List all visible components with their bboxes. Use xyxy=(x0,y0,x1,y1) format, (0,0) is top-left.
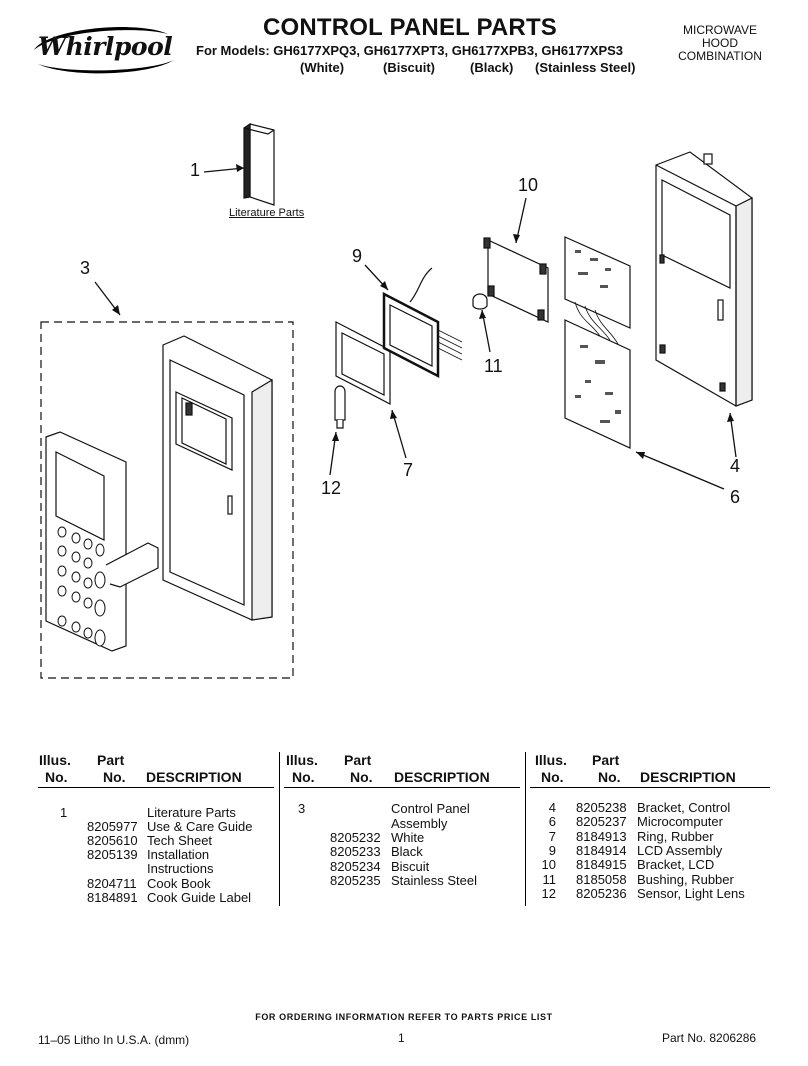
col3-desc: Microcomputer xyxy=(637,814,723,829)
color-biscuit: (Biscuit) xyxy=(383,60,435,75)
header-part-no: No. xyxy=(598,769,621,785)
header-part-no: No. xyxy=(350,769,373,785)
col2-part: 8205235 xyxy=(330,873,381,888)
header-rule xyxy=(530,787,770,788)
page-number: 1 xyxy=(398,1031,405,1045)
col1-part: 8184891 xyxy=(87,890,138,905)
col2-part: 8205233 xyxy=(330,844,381,859)
callout-11: 11 xyxy=(484,356,503,376)
lcd-bracket xyxy=(483,237,549,323)
col3-desc: Bracket, LCD xyxy=(637,857,715,872)
models-line: For Models: GH6177XPQ3, GH6177XPT3, GH61… xyxy=(196,43,624,58)
literature-booklet xyxy=(243,122,275,206)
document-part-number: Part No. 8206286 xyxy=(662,1031,757,1045)
control-panel-frame xyxy=(162,335,273,621)
column-divider xyxy=(525,752,526,906)
col3-illus: 10 xyxy=(541,857,556,872)
col1-desc: Cook Book xyxy=(147,876,211,891)
ordering-note: FOR ORDERING INFORMATION REFER TO PARTS … xyxy=(255,1012,553,1022)
header-illus-no: No. xyxy=(45,769,68,785)
header-description: DESCRIPTION xyxy=(640,769,736,785)
brand-logo: Whirlpool xyxy=(38,32,173,61)
header-part: Part xyxy=(592,752,620,768)
col1-part: 8205139 xyxy=(87,847,138,862)
product-type: MICROWAVE HOOD COMBINATION xyxy=(678,23,762,63)
light-lens-sensor xyxy=(334,385,346,429)
callout-7: 7 xyxy=(403,460,414,480)
col2-desc: Stainless Steel xyxy=(391,873,477,888)
col3-part: 8184915 xyxy=(576,857,627,872)
col1-desc: Cook Guide Label xyxy=(147,890,252,905)
col1-illus: 1 xyxy=(60,805,68,820)
microcomputer-board xyxy=(564,236,631,449)
col1-part: 8205977 xyxy=(87,819,138,834)
col1-desc: Installation xyxy=(147,847,210,862)
col3-part: 8185058 xyxy=(576,872,627,887)
col2-desc: Biscuit xyxy=(391,859,430,874)
col2-illus: 3 xyxy=(298,801,306,816)
col3-illus: 4 xyxy=(548,800,556,815)
header-illus: Illus. xyxy=(286,752,318,768)
col2-desc: Black xyxy=(391,844,423,859)
col1-desc: Instructions xyxy=(147,861,214,876)
header-rule xyxy=(284,787,520,788)
literature-parts-label: Literature Parts xyxy=(229,207,305,219)
col3-desc: Bracket, Control xyxy=(637,800,731,815)
header-illus-no: No. xyxy=(541,769,564,785)
callout-9: 9 xyxy=(352,246,363,266)
col1-part: 8204711 xyxy=(87,876,137,891)
callout-1: 1 xyxy=(190,160,201,180)
litho-note: 11–05 Litho In U.S.A. (dmm) xyxy=(38,1033,190,1047)
col3-desc: Ring, Rubber xyxy=(637,829,714,844)
header-description: DESCRIPTION xyxy=(394,769,490,785)
callout-4: 4 xyxy=(730,456,741,476)
callout-6: 6 xyxy=(730,487,741,507)
col2-desc: White xyxy=(391,830,425,845)
col1-desc: Literature Parts xyxy=(147,805,236,820)
exploded-parts-diagram xyxy=(40,122,753,679)
col2-desc: Control Panel xyxy=(391,801,470,816)
col3-part: 8205237 xyxy=(576,814,627,829)
col3-part: 8184913 xyxy=(576,829,627,844)
color-black: (Black) xyxy=(470,60,514,75)
header-illus: Illus. xyxy=(39,752,71,768)
page-title: CONTROL PANEL PARTS xyxy=(262,14,558,41)
col3-illus: 6 xyxy=(548,814,556,829)
header-part: Part xyxy=(344,752,372,768)
col3-desc: LCD Assembly xyxy=(637,843,723,858)
col3-part: 8205238 xyxy=(576,800,627,815)
column-divider xyxy=(279,752,280,906)
control-panel-group-box xyxy=(40,321,294,679)
whirlpool-logo-swoosh xyxy=(34,27,174,74)
col1-desc: Tech Sheet xyxy=(147,833,213,848)
header-illus: Illus. xyxy=(535,752,567,768)
col3-illus: 11 xyxy=(542,872,557,887)
header-part-no: No. xyxy=(103,769,126,785)
lcd-assembly xyxy=(382,267,463,379)
col2-part: 8205234 xyxy=(330,859,381,874)
header-illus-no: No. xyxy=(292,769,315,785)
header-description: DESCRIPTION xyxy=(146,769,242,785)
color-white: (White) xyxy=(300,60,345,75)
col3-illus: 12 xyxy=(541,886,556,901)
col3-desc: Bushing, Rubber xyxy=(637,872,734,887)
rubber-bushing xyxy=(472,293,488,310)
callout-3: 3 xyxy=(80,258,91,278)
control-bracket xyxy=(655,151,753,407)
col3-part: 8184914 xyxy=(576,843,627,858)
col3-illus: 9 xyxy=(548,843,556,858)
col3-part: 8205236 xyxy=(576,886,627,901)
callout-10: 10 xyxy=(518,175,539,195)
col3-desc: Sensor, Light Lens xyxy=(637,886,745,901)
col1-part: 8205610 xyxy=(87,833,138,848)
callout-12: 12 xyxy=(321,478,342,498)
col2-part: 8205232 xyxy=(330,830,381,845)
header-part: Part xyxy=(97,752,125,768)
col1-desc: Use & Care Guide xyxy=(147,819,253,834)
col3-illus: 7 xyxy=(548,829,556,844)
col2-desc: Assembly xyxy=(391,816,448,831)
header-rule xyxy=(38,787,274,788)
color-stainless: (Stainless Steel) xyxy=(535,60,636,75)
